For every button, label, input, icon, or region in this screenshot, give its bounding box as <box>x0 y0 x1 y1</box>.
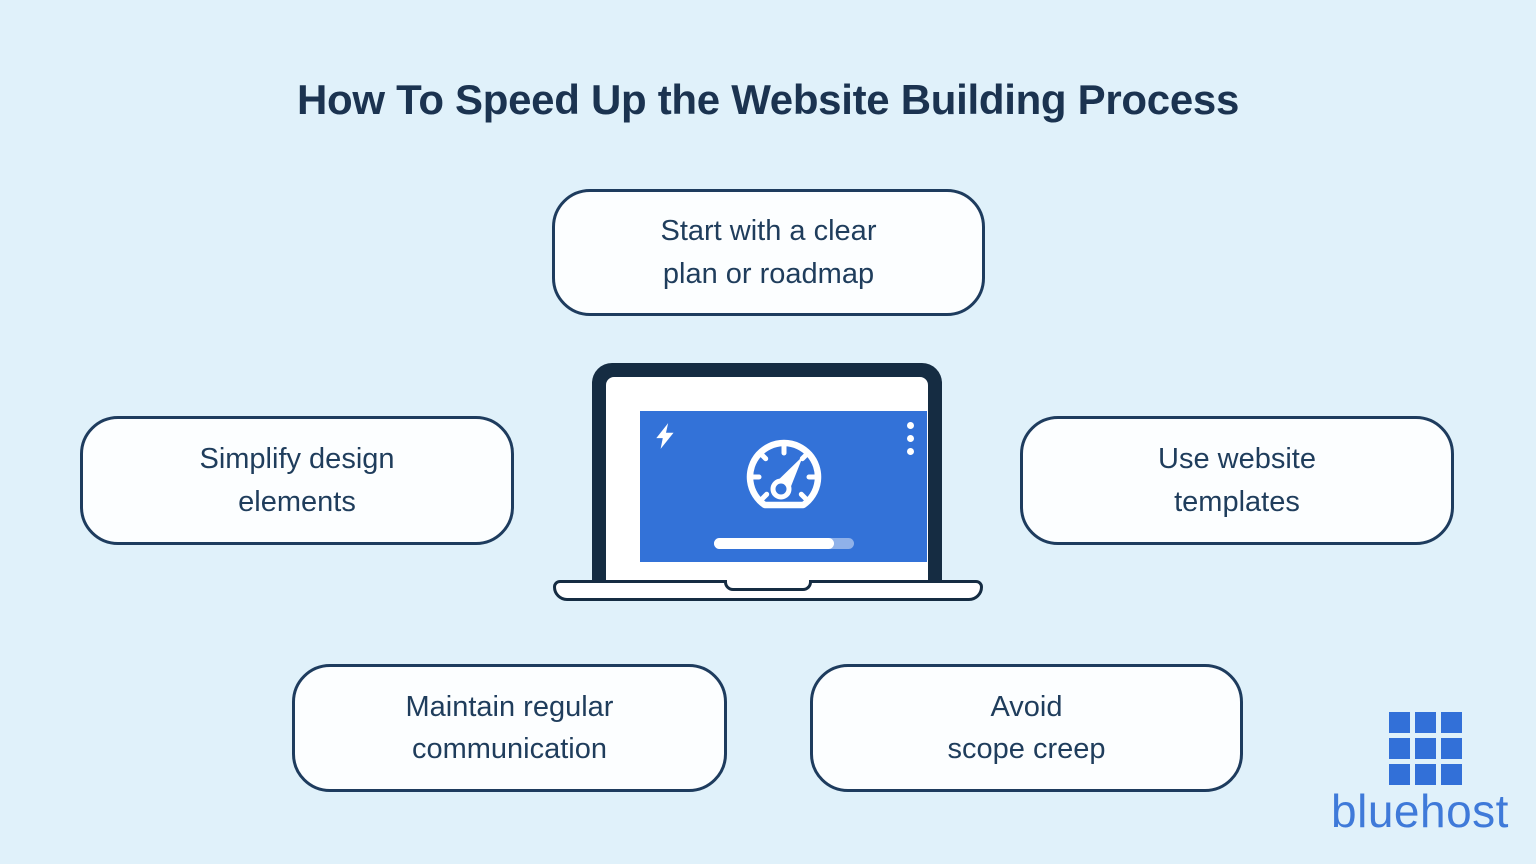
step-box-avoid-scope-creep: Avoid scope creep <box>810 664 1243 792</box>
step-box-use-templates: Use website templates <box>1020 416 1454 545</box>
laptop-base-notch <box>724 580 812 591</box>
laptop-screen-bezel <box>606 377 928 580</box>
step-box-start-plan: Start with a clear plan or roadmap <box>552 189 985 316</box>
progress-fill <box>713 538 834 549</box>
step-box-label: Start with a clear plan or roadmap <box>660 215 877 290</box>
speedometer-icon <box>746 439 821 509</box>
logo-wordmark: bluehost <box>1331 785 1509 837</box>
page-title: How To Speed Up the Website Building Pro… <box>296 76 1240 123</box>
progress-bar <box>713 538 854 549</box>
step-box-maintain-communication: Maintain regular communication <box>292 664 727 792</box>
step-box-label: Avoid scope creep <box>947 690 1106 765</box>
step-box-simplify-design: Simplify design elements <box>80 416 514 545</box>
laptop-illustration <box>592 363 942 580</box>
menu-dots-icon <box>907 422 914 455</box>
logo-grid-icon <box>1389 712 1462 785</box>
step-box-label: Maintain regular communication <box>405 690 614 765</box>
step-box-label: Use website templates <box>1158 443 1316 518</box>
step-box-label: Simplify design elements <box>199 443 395 518</box>
laptop-screen-content <box>640 411 927 562</box>
lightning-icon <box>656 423 674 449</box>
laptop-base <box>553 580 983 601</box>
